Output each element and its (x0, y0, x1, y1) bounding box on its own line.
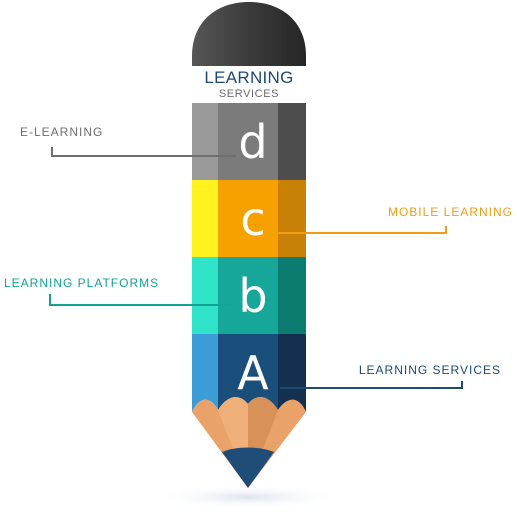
leader-line-elearning (51, 147, 236, 157)
callout-label-learning-services: LEARNING SERVICES (358, 363, 501, 377)
segment-c (192, 180, 306, 257)
leader-line-platforms (49, 294, 233, 306)
segment-a (192, 334, 306, 412)
segment-letter-a: A (237, 346, 269, 400)
leader-line-mobile (278, 226, 447, 234)
leader-line-services (280, 381, 463, 389)
pencil-label-band (192, 66, 306, 103)
segment-d (192, 103, 306, 180)
callout-label-elearning: E-LEARNING (20, 125, 104, 139)
pencil-cap (192, 2, 306, 66)
segment-letter-b: b (238, 269, 268, 323)
segment-b (192, 257, 306, 334)
callout-label-mobile-learning: MOBILE LEARNING (387, 205, 513, 219)
pencil-graphite-tip (222, 447, 274, 488)
pencil-band-title: LEARNING (204, 68, 294, 87)
callout-label-learning-platforms: LEARNING PLATFORMS (4, 276, 160, 290)
segment-letter-d: d (238, 115, 268, 169)
pencil-band-subtitle: SERVICES (218, 88, 280, 100)
pencil-shadow (153, 485, 343, 509)
segment-letter-c: c (240, 192, 266, 246)
